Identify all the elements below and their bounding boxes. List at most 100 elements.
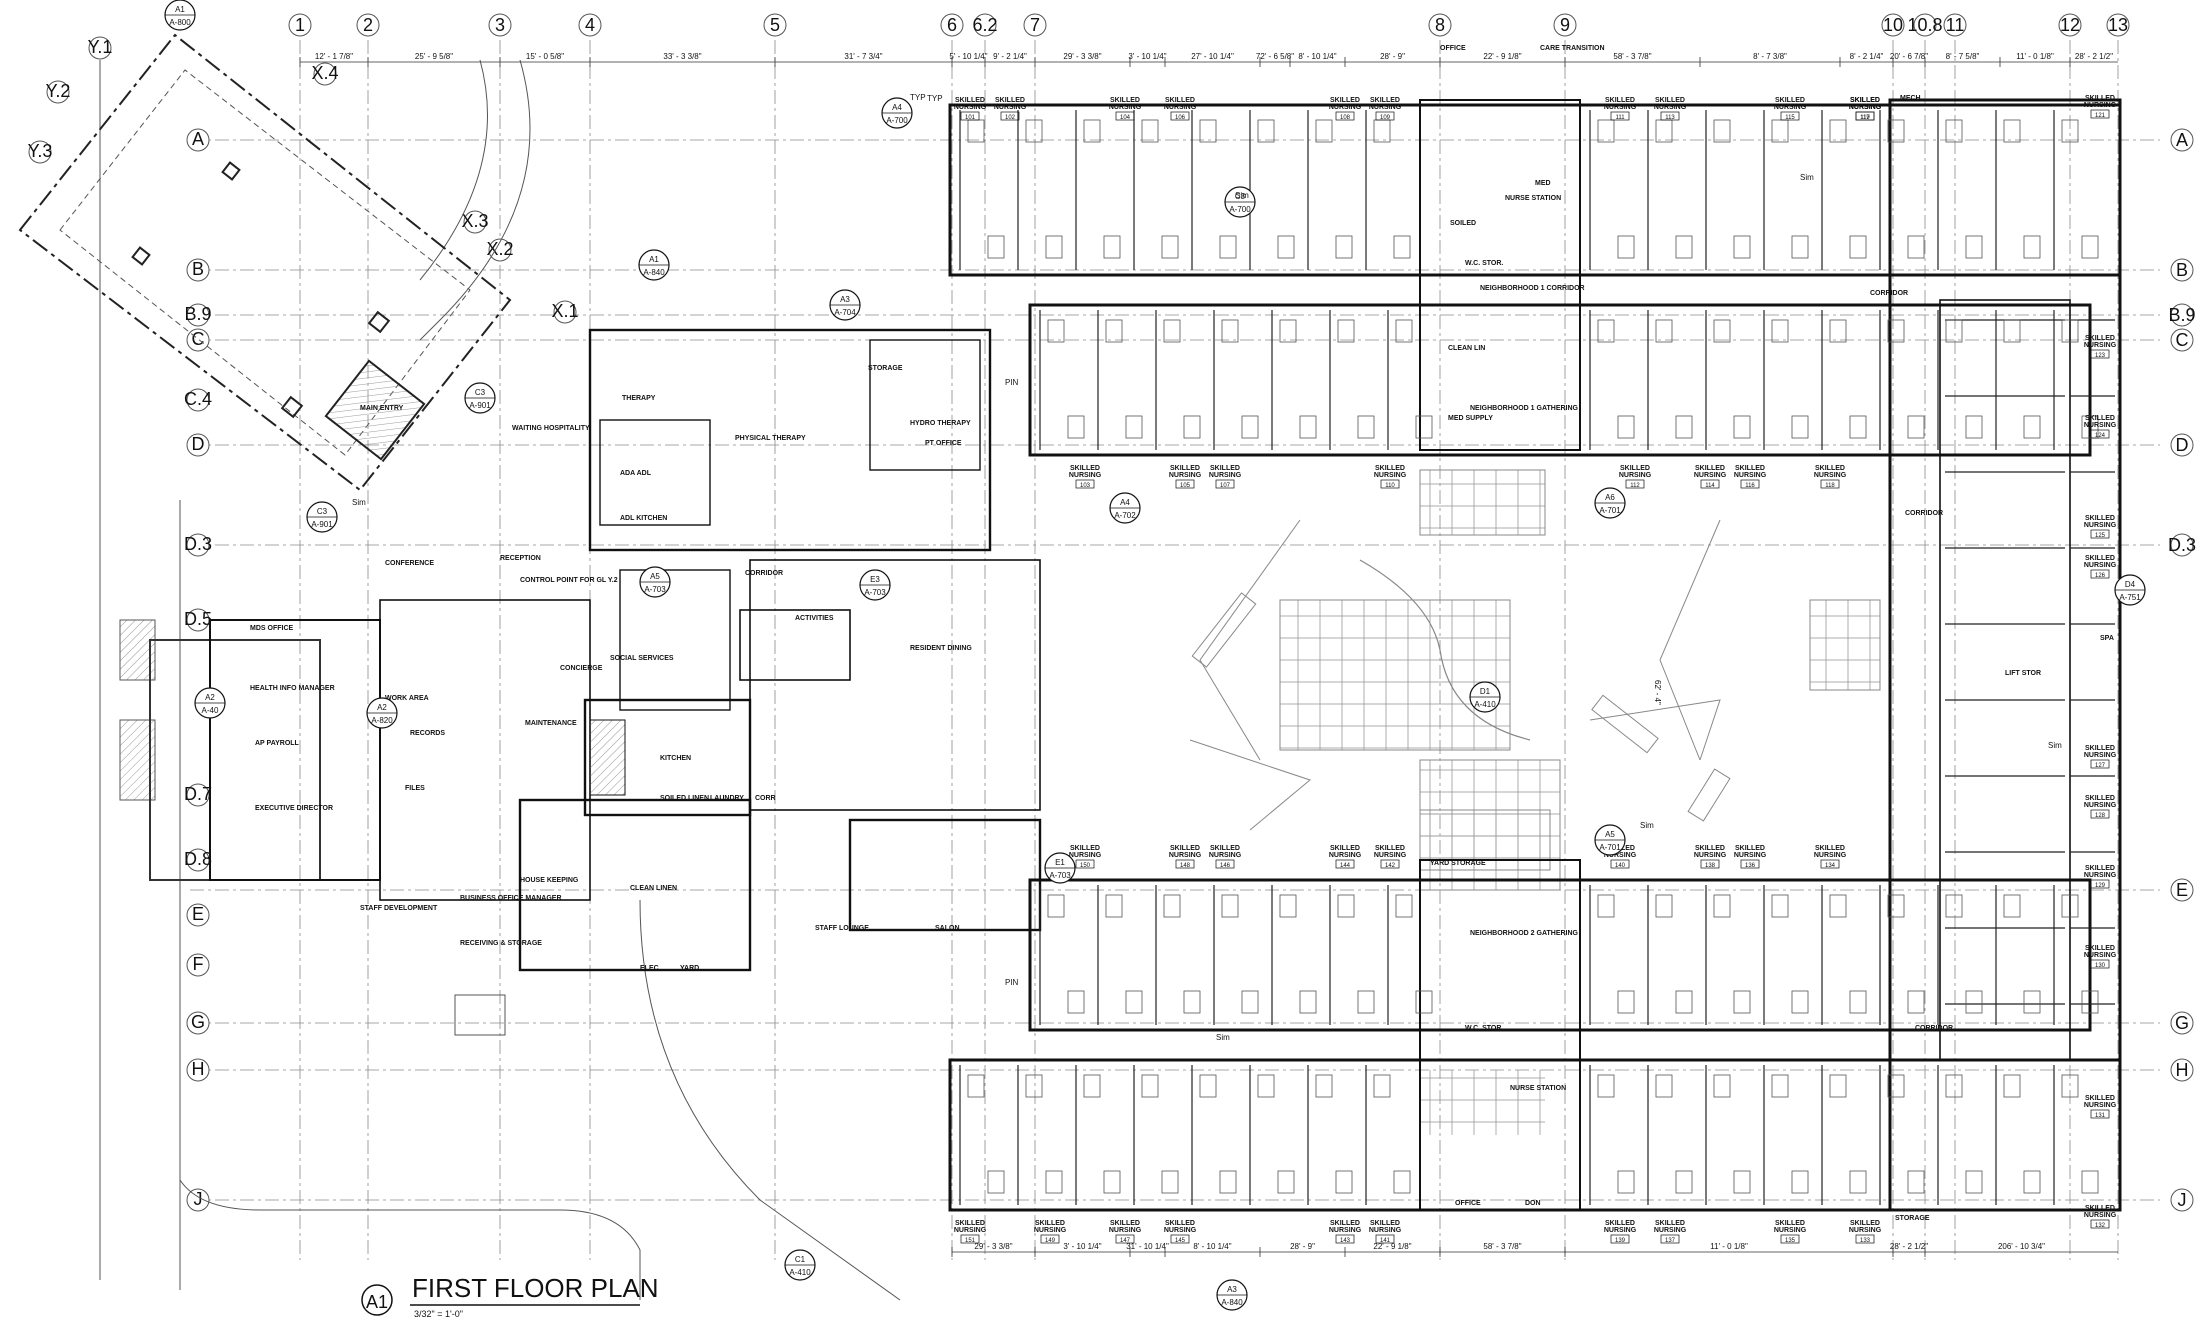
room-label-nursing: NURSING bbox=[954, 104, 987, 111]
drawing-title-block: A1 FIRST FLOOR PLAN 3/32" = 1'-0" bbox=[361, 1273, 659, 1319]
bathroom-fixture bbox=[1713, 894, 1731, 918]
room-label-skilled: SKILLED bbox=[1210, 845, 1240, 852]
bathroom-fixture bbox=[1161, 1170, 1179, 1194]
room-number-box bbox=[2090, 759, 2110, 769]
callout-sheet: A-704 bbox=[834, 308, 856, 317]
grid-label: 4 bbox=[585, 15, 595, 35]
dimension-string-top: 12' - 1 7/8"25' - 9 5/8"15' - 0 5/8"33' … bbox=[299, 52, 2118, 67]
room-number-box bbox=[1625, 479, 1645, 489]
bathroom-fixture bbox=[1771, 1074, 1789, 1098]
room-number-box bbox=[2090, 1109, 2110, 1119]
grid-bubble bbox=[1428, 13, 1452, 37]
bathroom-fixture bbox=[1125, 990, 1143, 1014]
grid-bubble bbox=[578, 13, 602, 37]
room-label-skilled: SKILLED bbox=[1605, 97, 1635, 104]
grid-label: D.5 bbox=[184, 609, 212, 629]
room-number: 121 bbox=[2095, 113, 2106, 119]
room-label-skilled: SKILLED bbox=[1110, 1220, 1140, 1227]
grid-label: J bbox=[194, 1189, 203, 1209]
bathroom-fixture bbox=[1849, 235, 1867, 259]
room-label: CONTROL POINT FOR GL Y.2 bbox=[520, 577, 618, 584]
callout-note: Sim bbox=[352, 498, 366, 507]
room-label: RECEPTION bbox=[500, 555, 541, 562]
room-label-nursing: NURSING bbox=[1814, 472, 1847, 479]
bathroom-fixture bbox=[1675, 1170, 1693, 1194]
grid-bubble bbox=[2170, 1188, 2194, 1212]
bathroom-fixture bbox=[2061, 119, 2079, 143]
room-label-nursing: NURSING bbox=[2084, 872, 2117, 879]
bathroom-fixture bbox=[1675, 990, 1693, 1014]
room-number: 109 bbox=[1380, 115, 1391, 121]
room-label: SOILED LINEN bbox=[660, 795, 709, 802]
bathroom-fixture bbox=[967, 119, 985, 143]
room-label: ADL KITCHEN bbox=[620, 515, 667, 522]
room-number-box bbox=[1375, 111, 1395, 121]
callout-tag: C3 bbox=[317, 507, 328, 516]
callout-sheet: A-40 bbox=[202, 706, 219, 715]
room-number-box bbox=[1660, 111, 1680, 121]
room-number: 102 bbox=[1005, 115, 1016, 121]
grid-label: 13 bbox=[2108, 15, 2128, 35]
room-label: STAFF DEVELOPMENT bbox=[360, 905, 438, 912]
callout-tag: A5 bbox=[650, 572, 660, 581]
bathroom-fixture bbox=[2023, 235, 2041, 259]
bathroom-fixture bbox=[1219, 235, 1237, 259]
room-number: 139 bbox=[1615, 1238, 1626, 1244]
bathroom-fixture bbox=[1713, 1074, 1731, 1098]
room-label-nursing: NURSING bbox=[1369, 1227, 1402, 1234]
dimension-label: 25' - 9 5/8" bbox=[415, 52, 453, 61]
room-number: 112 bbox=[1630, 483, 1640, 489]
room-label-skilled: SKILLED bbox=[2085, 745, 2115, 752]
bathroom-fixture bbox=[1335, 235, 1353, 259]
grid-bubble bbox=[186, 1058, 210, 1082]
room-label: SOILED bbox=[1450, 220, 1476, 227]
bathroom-fixture bbox=[1067, 415, 1085, 439]
room-label: STORAGE bbox=[868, 365, 903, 372]
room-label-skilled: SKILLED bbox=[1110, 97, 1140, 104]
bathroom-fixture bbox=[1163, 319, 1181, 343]
room-number: 127 bbox=[2095, 763, 2106, 769]
room-number-box bbox=[1375, 1234, 1395, 1244]
grid-label: 7 bbox=[1030, 15, 1040, 35]
section-callouts: A1A-800A4A-700TYPA1A-840A3A-704C3A-901C3… bbox=[164, 0, 2146, 1311]
room-number: 131 bbox=[2095, 1113, 2106, 1119]
room-label: OFFICE bbox=[1455, 1200, 1481, 1207]
room-label-nursing: NURSING bbox=[1849, 1227, 1882, 1234]
room-label: MDS OFFICE bbox=[250, 625, 293, 632]
bathroom-fixture bbox=[2003, 894, 2021, 918]
grid-bubble bbox=[973, 13, 997, 37]
room-number: 115 bbox=[1785, 115, 1795, 121]
room-label-skilled: SKILLED bbox=[1850, 97, 1880, 104]
room-label-nursing: NURSING bbox=[1849, 104, 1882, 111]
dimension-note: 62' - 4" bbox=[1653, 680, 1662, 705]
bathroom-fixture bbox=[2023, 1170, 2041, 1194]
room-label-nursing: NURSING bbox=[1604, 104, 1637, 111]
grid-bubble bbox=[488, 238, 512, 262]
room-label: CLEAN LIN bbox=[1448, 345, 1485, 352]
callout-sheet: A-901 bbox=[469, 401, 491, 410]
bathroom-fixture bbox=[2023, 990, 2041, 1014]
room-number: 146 bbox=[1220, 863, 1231, 869]
room-label-nursing: NURSING bbox=[1329, 852, 1362, 859]
room-number-box bbox=[1075, 859, 1095, 869]
room-number-box bbox=[1115, 1234, 1135, 1244]
room-label-skilled: SKILLED bbox=[1070, 465, 1100, 472]
bathroom-fixture bbox=[1141, 119, 1159, 143]
grid-bubble bbox=[463, 210, 487, 234]
room-number-box bbox=[2090, 569, 2110, 579]
bathroom-fixture bbox=[1183, 415, 1201, 439]
courtyard bbox=[1189, 469, 1881, 1135]
room-label-skilled: SKILLED bbox=[1655, 1220, 1685, 1227]
callout-tag: C1 bbox=[795, 1255, 806, 1264]
room-number: 136 bbox=[1745, 863, 1756, 869]
room-number: 141 bbox=[1380, 1238, 1391, 1244]
sim-note: Sim bbox=[2048, 741, 2062, 750]
bathroom-fixture bbox=[1655, 319, 1673, 343]
room-label-skilled: SKILLED bbox=[1735, 465, 1765, 472]
room-label: KITCHEN bbox=[660, 755, 691, 762]
room-label-nursing: NURSING bbox=[2084, 522, 2117, 529]
grid-bubble bbox=[2170, 1011, 2194, 1035]
room-label-nursing: NURSING bbox=[1369, 104, 1402, 111]
room-number-box bbox=[1700, 859, 1720, 869]
